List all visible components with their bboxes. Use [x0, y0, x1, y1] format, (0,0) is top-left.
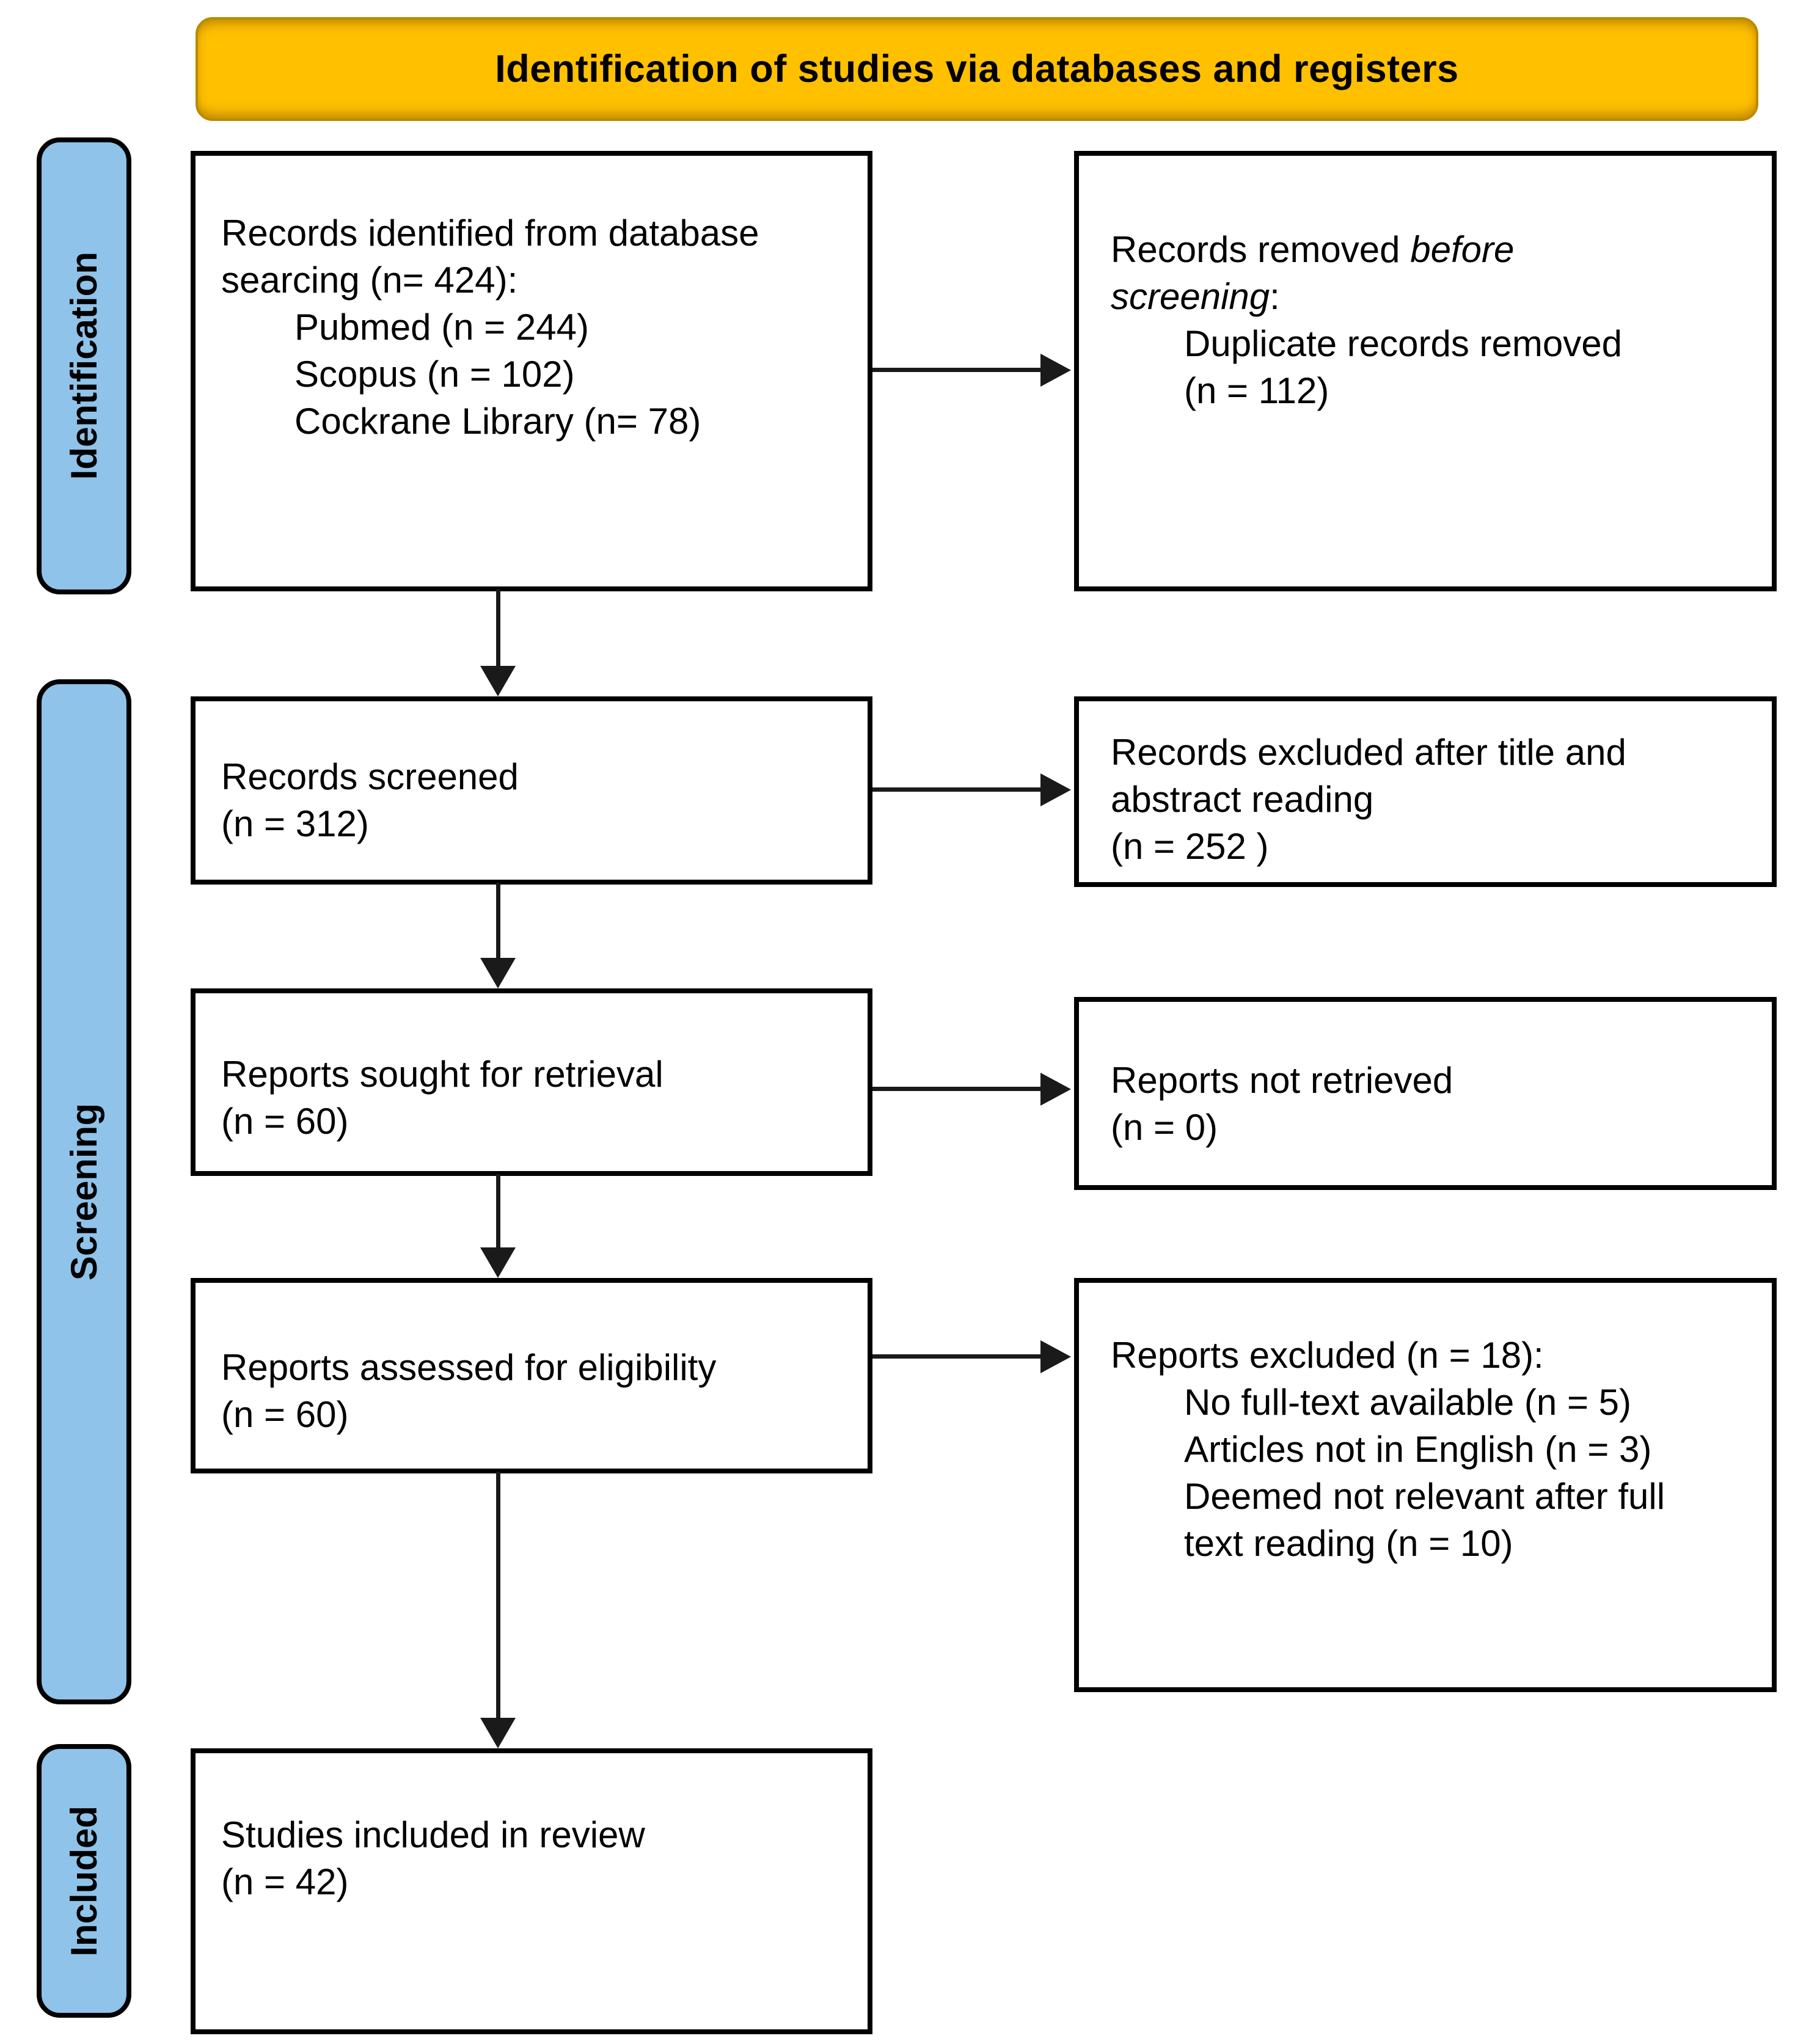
reports-excluded-item-not-relevant-2: text reading (n = 10) — [1184, 1523, 1513, 1564]
records-removed-title-pre: Records removed — [1111, 229, 1411, 270]
arrow-sought-to-assessed-head — [480, 1247, 516, 1278]
arrow-identified-to-screened-head — [480, 666, 516, 696]
reports-excluded-item-no-fulltext: No full-text available (n = 5) — [1184, 1382, 1632, 1423]
box-records-excluded: Records excluded after title and abstrac… — [1074, 696, 1777, 887]
records-removed-item-duplicates: Duplicate records removed — [1184, 323, 1622, 364]
stage-rail-included: Included — [37, 1744, 131, 2018]
records-excluded-line-1: Records excluded after title and — [1111, 732, 1626, 773]
records-removed-title-post: : — [1270, 276, 1280, 317]
records-identified-item-cochrane: Cockrane Library (n= 78) — [294, 401, 701, 442]
records-removed-line-2: screening: — [1111, 273, 1760, 320]
records-screened-line-1: Records screened — [221, 756, 519, 797]
arrow-screened-to-excluded-head — [1040, 773, 1071, 806]
records-identified-line-1: Records identified from database — [221, 213, 759, 254]
studies-included-line-1: Studies included in review — [221, 1814, 645, 1855]
reports-excluded-item-not-english: Articles not in English (n = 3) — [1184, 1429, 1652, 1470]
arrow-assessed-to-excluded-head — [1040, 1340, 1071, 1373]
records-removed-item-count: (n = 112) — [1184, 370, 1329, 411]
records-removed-title-italic-2: screening — [1111, 276, 1270, 317]
stage-label-included: Included — [64, 1805, 104, 1957]
arrow-identified-to-screened-line — [496, 589, 500, 668]
box-reports-excluded: Reports excluded (n = 18): No full-text … — [1074, 1278, 1777, 1692]
records-excluded-line-3: (n = 252 ) — [1111, 826, 1269, 867]
arrow-sought-to-assessed-line — [496, 1174, 500, 1249]
box-records-screened: Records screened (n = 312) — [191, 696, 872, 885]
studies-included-line-2: (n = 42) — [221, 1861, 349, 1902]
banner-title: Identification of studies via databases … — [495, 48, 1459, 90]
reports-assessed-line-2: (n = 60) — [221, 1394, 349, 1435]
records-removed-line-1: Records removed before — [1111, 226, 1760, 273]
reports-not-retrieved-line-2: (n = 0) — [1111, 1107, 1218, 1148]
arrow-assessed-to-included-line — [496, 1472, 500, 1720]
box-records-removed: Records removed before screening: Duplic… — [1074, 151, 1777, 591]
arrow-screened-to-sought-head — [480, 958, 516, 988]
reports-sought-line-1: Reports sought for retrieval — [221, 1054, 664, 1095]
stage-label-identification: Identification — [64, 252, 104, 480]
records-removed-title-italic-1: before — [1410, 229, 1515, 270]
arrow-screened-to-sought-line — [496, 883, 500, 960]
arrow-assessed-to-excluded-line — [872, 1354, 1040, 1359]
records-identified-item-pubmed: Pubmed (n = 244) — [294, 307, 589, 348]
reports-assessed-line-1: Reports assessed for eligibility — [221, 1347, 717, 1388]
stage-rail-screening: Screening — [37, 679, 131, 1704]
reports-excluded-line-1: Reports excluded (n = 18): — [1111, 1335, 1544, 1376]
arrow-identified-to-removed-line — [872, 368, 1040, 372]
arrow-assessed-to-included-head — [480, 1718, 516, 1748]
box-reports-not-retrieved: Reports not retrieved (n = 0) — [1074, 997, 1777, 1190]
stage-rail-identification: Identification — [37, 137, 131, 594]
records-excluded-line-2: abstract reading — [1111, 779, 1374, 820]
arrow-identified-to-removed-head — [1040, 354, 1071, 387]
reports-excluded-item-not-relevant-1: Deemed not relevant after full — [1184, 1476, 1665, 1517]
arrow-sought-to-notretrieved-head — [1040, 1073, 1071, 1106]
reports-sought-line-2: (n = 60) — [221, 1101, 349, 1142]
banner: Identification of studies via databases … — [196, 17, 1758, 121]
box-records-identified: Records identified from database searcin… — [191, 151, 872, 591]
arrow-sought-to-notretrieved-line — [872, 1087, 1040, 1091]
records-screened-line-2: (n = 312) — [221, 803, 369, 844]
box-reports-assessed: Reports assessed for eligibility (n = 60… — [191, 1278, 872, 1473]
box-reports-sought: Reports sought for retrieval (n = 60) — [191, 988, 872, 1176]
reports-not-retrieved-line-1: Reports not retrieved — [1111, 1060, 1453, 1101]
box-studies-included: Studies included in review (n = 42) — [191, 1748, 872, 2034]
records-identified-line-2: searcing (n= 424): — [221, 260, 518, 301]
stage-label-screening: Screening — [64, 1103, 104, 1281]
arrow-screened-to-excluded-line — [872, 787, 1040, 792]
records-identified-item-scopus: Scopus (n = 102) — [294, 354, 575, 395]
